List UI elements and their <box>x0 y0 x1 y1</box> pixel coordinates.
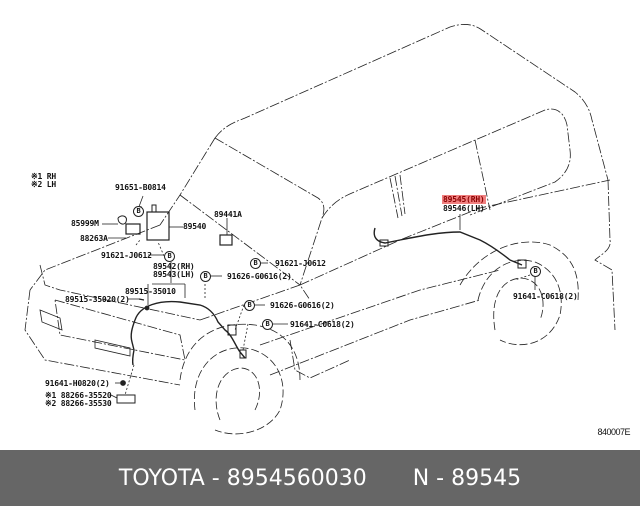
part-label-91621-right[interactable]: 91621-J0612 <box>275 259 326 268</box>
parts-diagram: ※1 RH ※2 LH 91651-B0814 85999M 88263A 89… <box>24 24 631 437</box>
part-label-89515-35020[interactable]: 89515-35020(2) <box>65 295 130 304</box>
part-label-91641-c-front[interactable]: 91641-C0618(2) <box>290 320 355 329</box>
vehicle-line-drawing <box>24 24 616 435</box>
diagram-code: 840007E <box>597 427 630 437</box>
bolt-marker: B <box>244 300 255 311</box>
part-label-89543[interactable]: 89543(LH) <box>153 270 195 279</box>
part-label-85999m[interactable]: 85999M <box>71 219 99 228</box>
part-label-91641-c-rear[interactable]: 91641-C0618(2) <box>513 292 578 301</box>
part-label-91641-h[interactable]: 91641-H0820(2) <box>45 379 110 388</box>
part-label-91626-a[interactable]: 91626-G0616(2) <box>227 272 292 281</box>
brand-part-number: TOYOTA - 8954560030 <box>118 465 367 491</box>
part-label-89545-highlighted[interactable]: 89545(RH) <box>442 195 486 204</box>
part-label-89515-35010[interactable]: 89515-35010 <box>125 287 176 296</box>
part-label-88266-lh[interactable]: ※2 88266-35530 <box>45 399 112 408</box>
oem-part-number: N - 89545 <box>412 465 522 491</box>
part-label-89542[interactable]: 89542(RH) <box>153 262 195 271</box>
part-label-89540[interactable]: 89540 <box>183 222 207 231</box>
part-label-91651[interactable]: 91651-B0814 <box>115 183 166 192</box>
bolt-marker: B <box>133 206 144 217</box>
bolt-marker: B <box>200 271 211 282</box>
part-label-89546[interactable]: 89546(LH) <box>443 204 485 213</box>
legend-rh: ※1 RH <box>31 172 56 181</box>
part-label-91621-left[interactable]: 91621-J0612 <box>101 251 152 260</box>
part-label-88266-rh[interactable]: ※1 88266-35520 <box>45 391 112 400</box>
part-label-91626-b[interactable]: 91626-G0616(2) <box>270 301 335 310</box>
bolt-marker: B <box>164 251 175 262</box>
part-label-88263a[interactable]: 88263A <box>80 234 108 243</box>
footer-bar: TOYOTA - 8954560030 N - 89545 <box>0 450 640 506</box>
bolt-marker: B <box>250 258 261 269</box>
bolt-marker: B <box>530 266 541 277</box>
bolt-marker: B <box>262 319 273 330</box>
legend-lh: ※2 LH <box>31 180 56 189</box>
part-label-89441a[interactable]: 89441A <box>214 210 242 219</box>
